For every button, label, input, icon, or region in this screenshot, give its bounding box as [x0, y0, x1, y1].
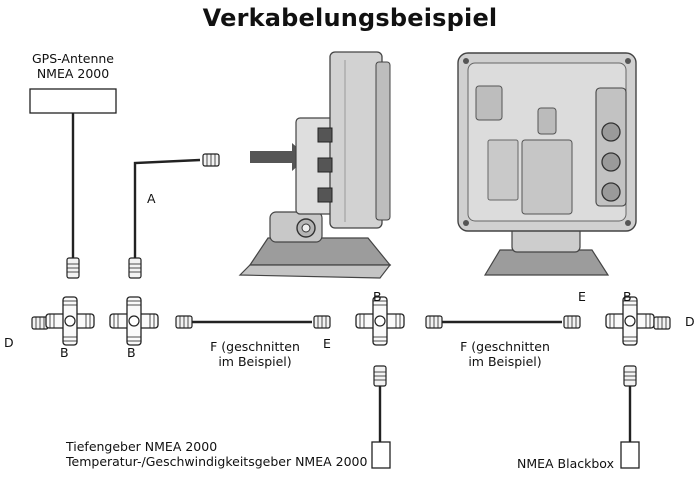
backbone-connector-e2: [563, 315, 581, 329]
terminator-right: [653, 316, 671, 330]
t-connector-1: [45, 296, 95, 346]
display-side-view: [238, 51, 392, 279]
sensor-box: [371, 441, 391, 469]
blackbox-label: NMEA Blackbox: [517, 456, 614, 471]
cable-a-connector-top: [202, 153, 220, 167]
label-d-left: D: [4, 335, 14, 350]
label-b-2: B: [127, 345, 136, 360]
label-f-left: F (geschnitten im Beispiel): [210, 339, 300, 369]
backbone-connector-2: [425, 315, 443, 329]
label-d-right: D: [685, 314, 695, 329]
sensor-connector: [373, 365, 387, 387]
cable-a: [133, 158, 201, 258]
t-connector-2: [109, 296, 159, 346]
label-b-3: B: [373, 289, 382, 304]
label-e-1: E: [323, 336, 331, 351]
label-f-right: F (geschnitten im Beispiel): [460, 339, 550, 369]
t-connector-3: [355, 296, 405, 346]
label-b-4: B: [623, 289, 632, 304]
gps-connector: [66, 257, 80, 279]
gps-antenna-box: [29, 88, 117, 114]
blackbox-box: [620, 441, 640, 469]
label-b-1: B: [60, 345, 69, 360]
sensor-label: Tiefengeber NMEA 2000 Temperatur-/Geschw…: [66, 439, 368, 469]
label-a: A: [147, 191, 156, 206]
arrow-icon: [250, 143, 308, 171]
diagram-title: Verkabelungsbeispiel: [202, 4, 498, 32]
display-back-view: [457, 52, 637, 276]
gps-antenna-label: GPS-Antenne NMEA 2000: [32, 51, 114, 81]
label-e-2: E: [578, 289, 586, 304]
blackbox-connector: [623, 365, 637, 387]
backbone-connector-e1: [313, 315, 331, 329]
t-connector-4: [605, 296, 655, 346]
cable-a-connector-bottom: [128, 257, 142, 279]
backbone-connector-1: [175, 315, 193, 329]
